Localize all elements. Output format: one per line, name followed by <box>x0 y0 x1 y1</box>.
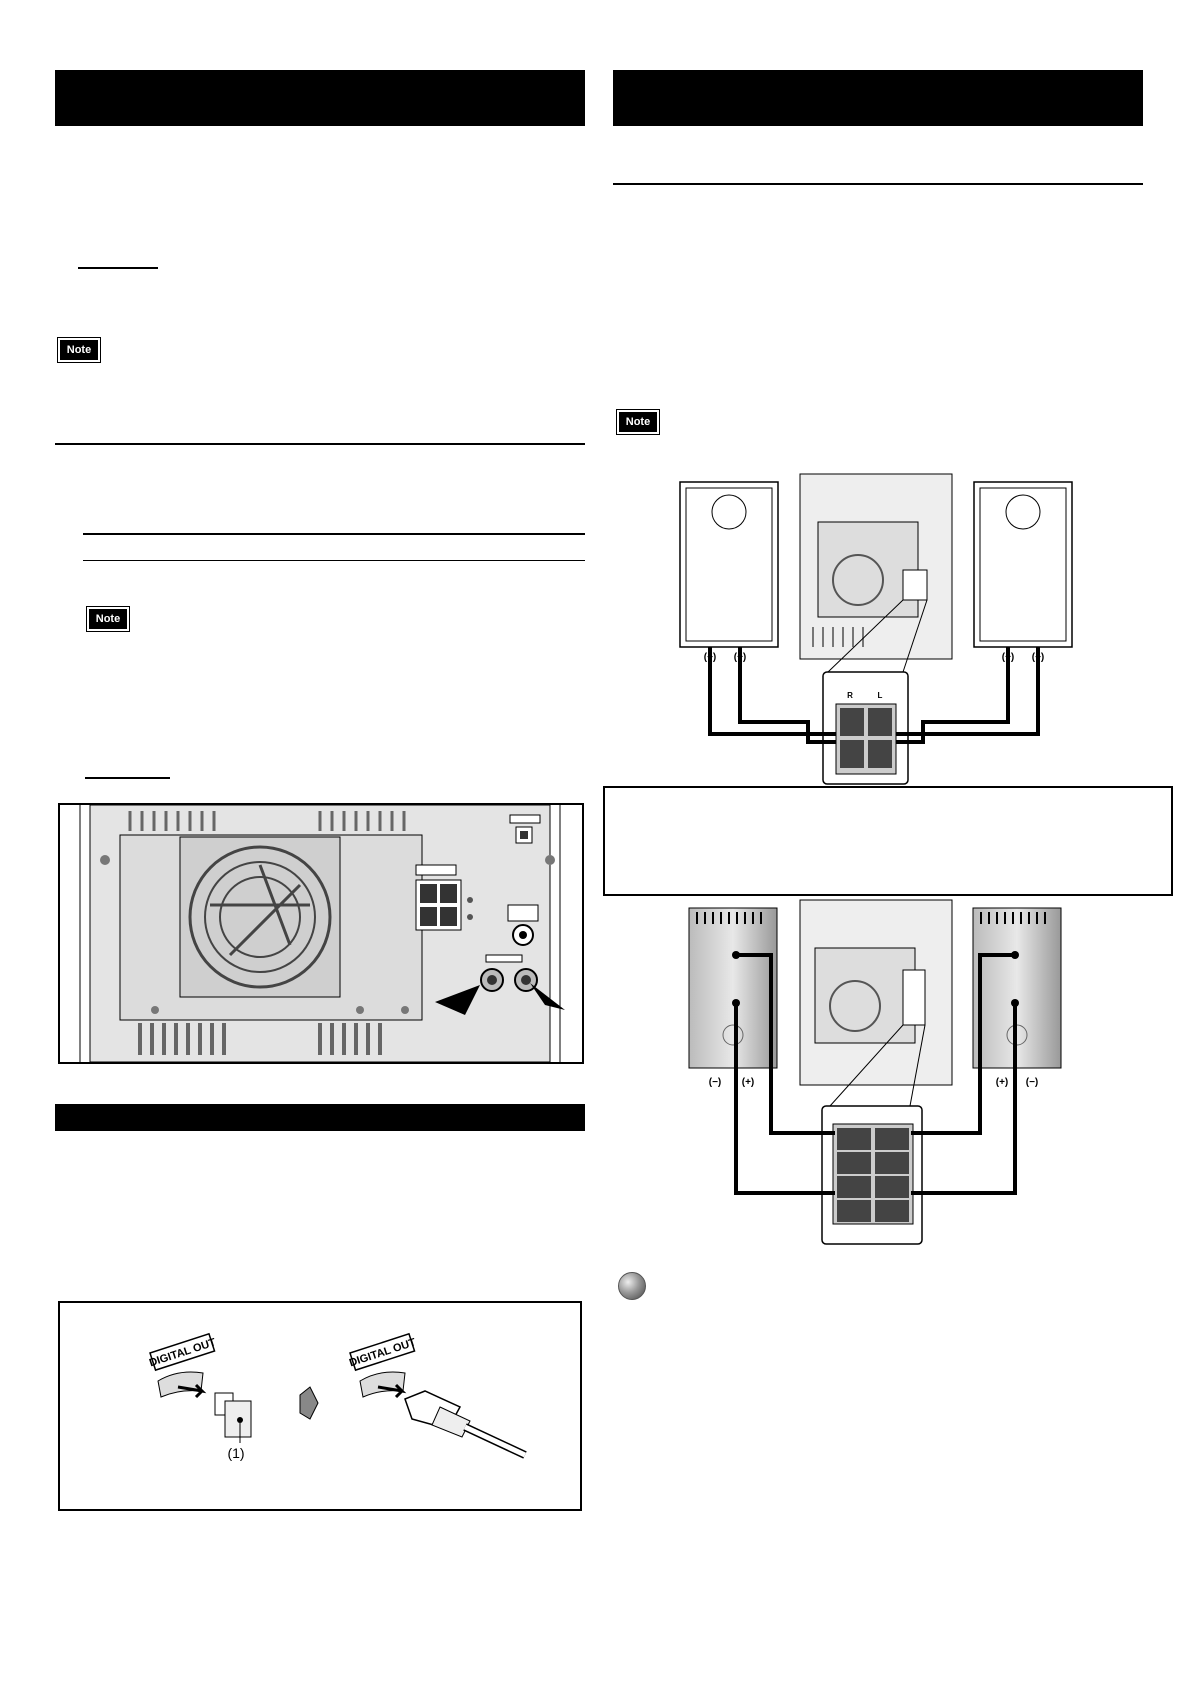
subsection-rule-top <box>83 533 585 535</box>
rear-panel-diagram <box>60 805 582 1062</box>
left-subsection-header-bar <box>55 1104 585 1131</box>
underline-mark-2 <box>85 777 170 779</box>
spk-bot-right-plus: (+) <box>996 1077 1009 1088</box>
terminal-r-label: R <box>847 691 853 700</box>
right-section-header-bar <box>613 70 1143 126</box>
right-section-divider <box>613 183 1143 185</box>
note-badge-1: Note <box>57 337 101 363</box>
terminal-l-label: L <box>878 691 883 700</box>
left-section-divider <box>55 443 585 445</box>
rear-panel-figure <box>58 803 584 1064</box>
spk-bot-left-minus: (−) <box>709 1077 722 1088</box>
note-badge-2: Note <box>86 606 130 632</box>
speaker-connection-figure-bottom: (−) (+) (+) (−) <box>685 898 1065 1250</box>
optical-cable-diagram: DIGITAL OUT (1) DIGITAL OUT <box>148 1332 527 1461</box>
note-badge-right: Note <box>616 409 660 435</box>
speaker-connection-figure-top: (−) (+) (+) (−) R L <box>678 472 1078 788</box>
speaker-connection-diagram-2: (−) (+) (+) (−) <box>688 899 1062 1245</box>
subsection-rule-bottom <box>83 560 585 561</box>
left-section-header-bar <box>55 70 585 126</box>
spk-bot-right-minus: (−) <box>1026 1077 1039 1088</box>
spk-bot-left-plus: (+) <box>742 1077 755 1088</box>
caution-frame <box>603 786 1173 896</box>
bullet-circle-icon <box>618 1272 646 1300</box>
speaker-connection-diagram: (−) (+) (+) (−) R L <box>679 473 1073 785</box>
cap-callout: (1) <box>227 1445 244 1461</box>
optical-cable-figure: DIGITAL OUT (1) DIGITAL OUT <box>58 1301 582 1511</box>
underline-mark <box>78 267 158 269</box>
